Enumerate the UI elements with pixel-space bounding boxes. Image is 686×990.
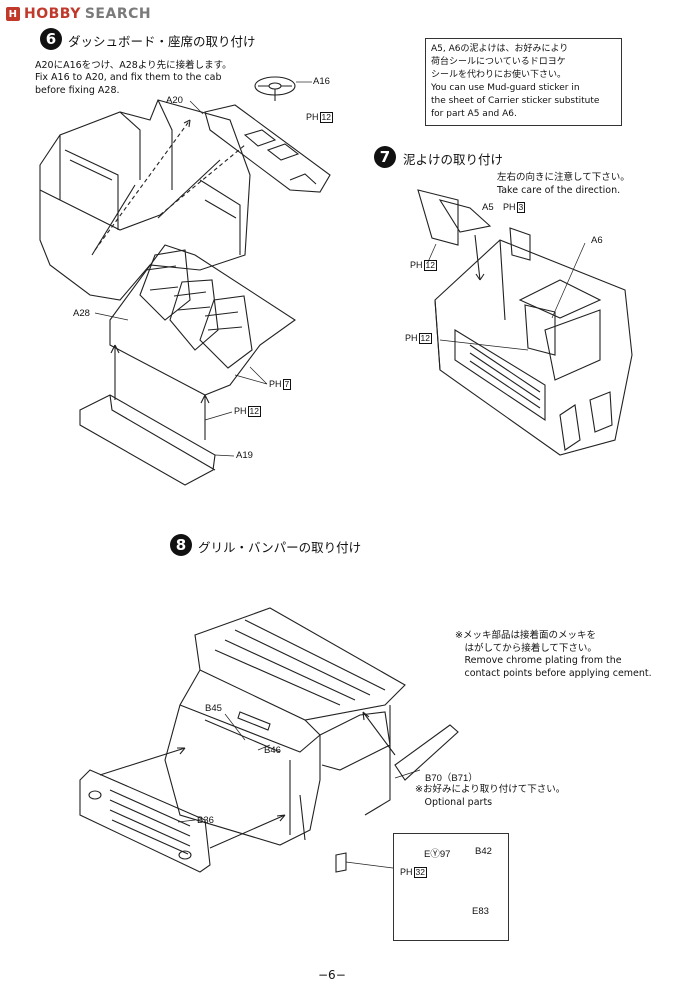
optional-parts-note: ※お好みにより取り付けて下さい。 Optional parts [415,784,566,808]
ph-prefix: PH [410,260,423,270]
label-e97: EⓎ97 [424,849,451,860]
small-part-drawing [335,852,347,873]
chrome-plating-note: ※メッキ部品は接着面のメッキを はがしてから接着して下さい。 Remove ch… [455,630,652,679]
cab-exterior-drawing [164,607,406,846]
label-a16: A16 [313,76,330,87]
ph-number: 12 [319,112,333,123]
ph-prefix: PH [234,406,247,416]
ph-prefix: PH [306,112,319,122]
ph-number: 12 [247,406,261,417]
bumper-drawing [394,724,459,781]
step6-title: ダッシュボード・座席の取り付け [68,34,256,49]
logo-hobby: HOBBY [24,6,81,22]
label-b42: B42 [475,846,492,857]
ph-number: 12 [423,260,437,271]
floor-panel-drawing [79,344,216,486]
ph-number: 12 [418,333,432,344]
ph-prefix: PH [269,379,282,389]
label-a28: A28 [73,308,90,319]
label-a6: A6 [591,235,603,246]
step8-number: 8 [170,534,192,556]
grille-drawing [79,769,211,873]
ph-prefix: PH [405,333,418,343]
page-number: −6− [318,968,346,982]
mudguard-sticker-note: A5, A6の泥よけは、お好みにより 荷台シールについているドロヨケ シールを代… [425,38,622,126]
seat-drawing [109,244,296,396]
optional-parts-inset [393,833,509,941]
ph-prefix: PH [503,202,516,212]
label-b46: B46 [264,745,281,756]
site-logo: H HOBBY SEARCH [6,6,151,22]
step7-leaders [427,242,586,351]
step8-leaders [177,713,421,869]
ph-number: 32 [413,867,427,878]
truck-bed-drawing [434,227,633,456]
label-a20: A20 [166,95,183,106]
cab-interior-drawing [39,99,251,301]
step8-arrows [99,711,396,849]
ph-prefix: PH [400,867,413,877]
label-a5: A5 [482,202,494,213]
step6-number: 6 [40,28,62,50]
label-e83: E83 [472,906,489,917]
label-b36: B36 [197,815,214,826]
label-b45: B45 [205,703,222,714]
step6-leaders [94,81,312,457]
mudguard-drawing [417,189,556,356]
dashboard-drawing [204,76,331,193]
step7-note: 左右の向きに注意して下さい。 Take care of the directio… [497,172,630,196]
logo-search: SEARCH [84,6,152,22]
arrow-head [183,119,191,128]
label-b70: B70（B71） [425,773,478,784]
step7-number: 7 [374,146,396,168]
step6-note-jp: A20にA16をつけ、A28より先に接着します。 [35,60,232,71]
ph-number: 7 [282,379,292,390]
step8-title: グリル・バンパーの取り付け [198,540,362,555]
step7-title: 泥よけの取り付け [403,152,504,167]
ph-number: 3 [516,202,526,213]
logo-mark-icon: H [6,7,20,21]
label-a19: A19 [236,450,253,461]
step6-note-en: Fix A16 to A20, and fix them to the cab … [35,72,222,96]
step6-arrows [94,119,246,251]
